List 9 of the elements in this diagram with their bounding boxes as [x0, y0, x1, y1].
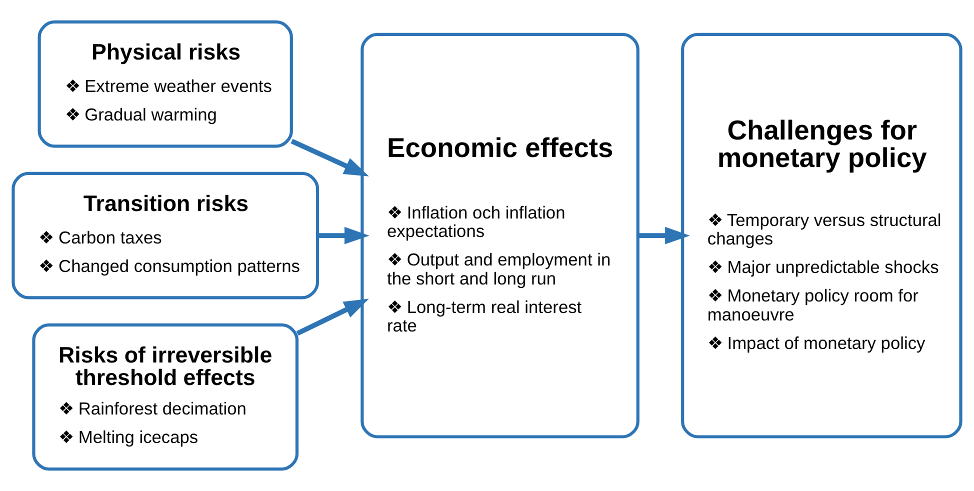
node-box: Physical risks ❖ Extreme weather events ❖ Gradual warming	[38, 20, 293, 148]
arrow	[296, 298, 369, 336]
arrow	[290, 138, 369, 176]
arrow	[318, 226, 370, 244]
node-box: Challenges for monetary policy ❖ Temporary versus structural changes ❖ Major unpredictable shocks ❖ Monetary policy room for manoeuvre ❖ Impact of monetary policy	[681, 32, 962, 438]
node-box: Economic effects ❖ Inflation och inflation expectations ❖ Output and employment in the short and long run ❖ Long-term real interest rate	[360, 32, 640, 438]
arrow	[638, 226, 690, 244]
node-box: Transition risks ❖ Carbon taxes ❖ Changed consumption patterns	[12, 172, 320, 300]
node-box: Risks of irreversible threshold effects ❖ Rainforest decimation ❖ Melting icecaps	[32, 323, 299, 471]
